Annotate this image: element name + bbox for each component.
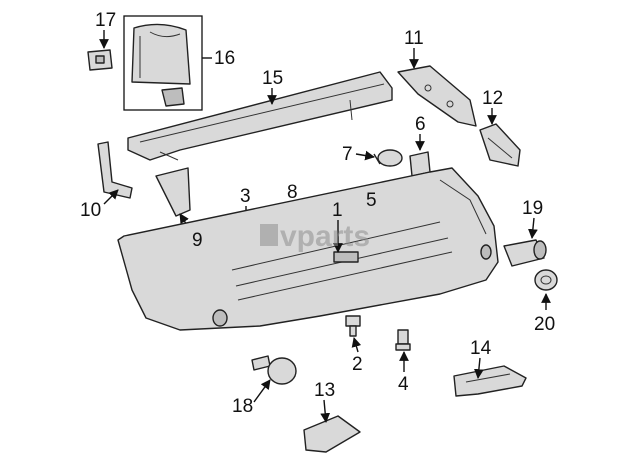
callout-13: 13 [314,380,335,401]
part-10-leader [103,189,119,205]
part-20-grommet [534,269,558,291]
callout-10: 10 [80,200,101,221]
callout-6: 6 [415,114,426,135]
part-14-pad [453,365,527,397]
callout-11: 11 [404,28,424,49]
callout-12: 12 [482,88,503,109]
callout-1: 1 [332,200,343,221]
part-9-bracket [155,167,191,217]
part-16-bracket [161,87,185,107]
callout-9: 9 [192,230,203,251]
part-7-clip [373,149,403,167]
part-14-leader [474,357,484,379]
callout-14: 14 [470,338,492,359]
part-18-clip [251,355,297,385]
callout-4: 4 [398,374,409,395]
callout-2: 2 [352,354,363,375]
callout-18: 18 [232,396,253,417]
part-1-bumper-cover [117,167,499,331]
part-15-absorber [127,71,393,161]
callout-20: 20 [534,314,555,335]
part-4-bolt [395,329,411,351]
part-13-leader [320,399,331,423]
part-7-leader [355,150,375,161]
vparts-logo: vparts [260,220,370,253]
callout-3: 3 [240,186,251,207]
callout-5: 5 [366,190,377,211]
part-2-leader [351,337,362,353]
part-19-sensor [503,239,547,267]
part-11-bracket [397,65,477,127]
part-2-bolt [345,315,361,337]
part-10-bracket [97,141,133,199]
vparts-watermark: vparts [280,220,370,253]
part-12-bracket [479,123,521,167]
part-19-leader [528,217,538,239]
callout-15: 15 [262,68,283,89]
callout-17: 17 [95,10,116,31]
callout-16: 16 [214,48,235,69]
part-13-bracket [303,415,361,453]
part-18-leader [253,379,271,403]
part-17-clip [87,49,113,71]
part-16-mudflap [131,23,191,85]
callout-19: 19 [522,198,543,219]
callout-7: 7 [342,144,353,165]
callout-8: 8 [287,182,298,203]
